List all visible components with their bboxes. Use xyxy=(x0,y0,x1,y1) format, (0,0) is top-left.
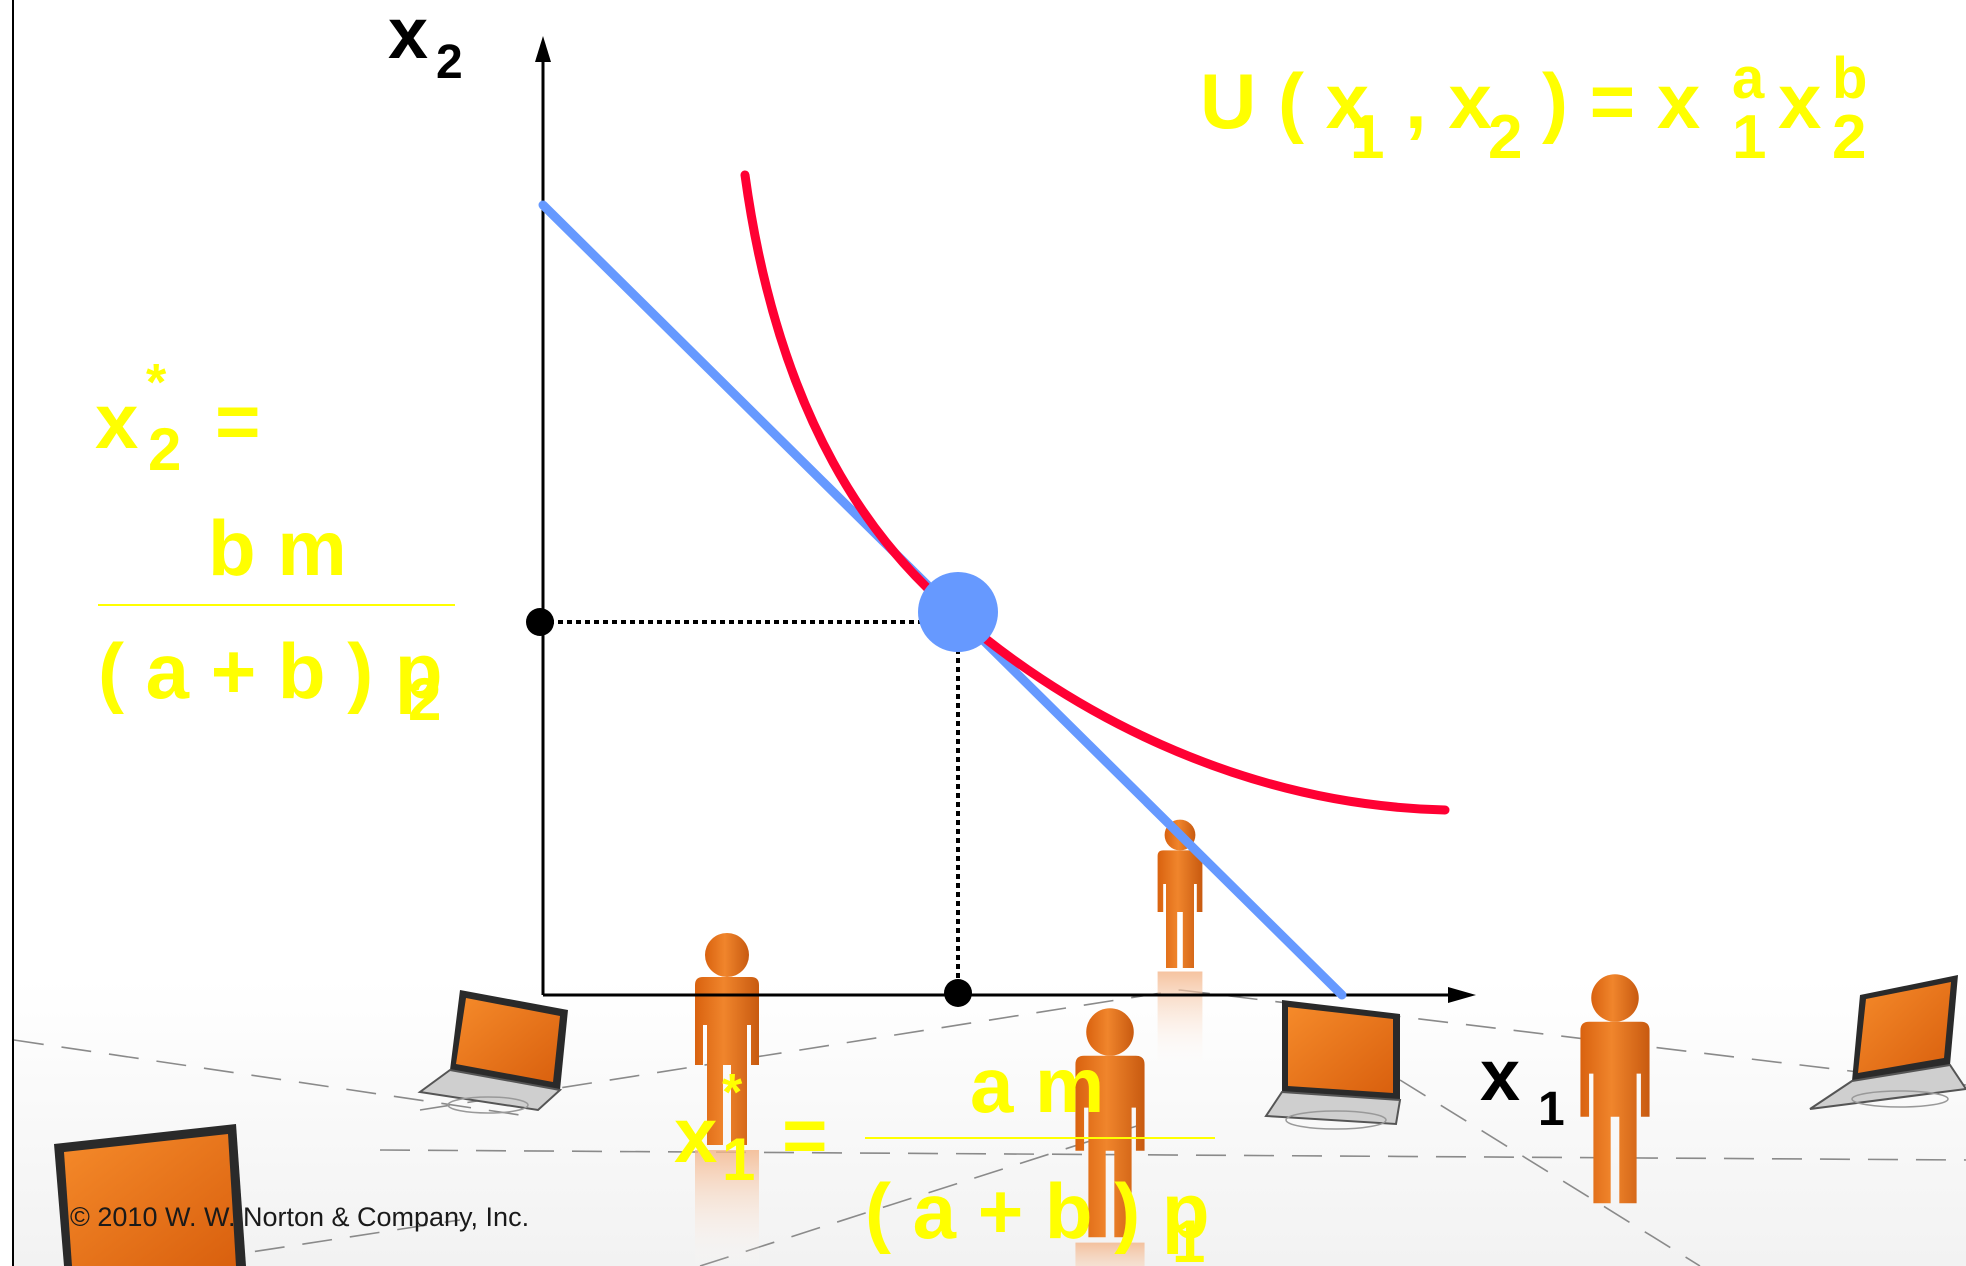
x1-axis-marker xyxy=(944,979,972,1007)
x2-denominator-subscript: 2 xyxy=(408,666,441,733)
utility-mid: , x xyxy=(1405,57,1492,145)
copyright-notice: © 2010 W. W. Norton & Company, Inc. xyxy=(70,1202,529,1233)
utility-exp-a: a xyxy=(1732,46,1765,111)
x1-star-var: x xyxy=(674,1091,717,1179)
x1-star-subscript: 1 xyxy=(722,1126,755,1193)
utility-sub2-x: 2 xyxy=(1832,103,1866,172)
y-axis-label-subscript: 2 xyxy=(436,36,463,89)
x2-axis-marker xyxy=(526,608,554,636)
optimum-point xyxy=(918,572,998,652)
utility-sub1-x: 1 xyxy=(1732,103,1766,172)
utility-exp-b: b xyxy=(1832,46,1867,111)
x2-star-asterisk: * xyxy=(146,354,167,412)
person-figure-icon xyxy=(1158,820,1203,1070)
x1-numerator: a m xyxy=(970,1041,1104,1129)
x2-star-equals: = xyxy=(215,377,261,465)
laptop-icon xyxy=(54,1124,246,1266)
x1-star-equals: = xyxy=(782,1091,828,1179)
indifference-curve xyxy=(745,175,1445,810)
utility-sub-1: 1 xyxy=(1350,103,1384,172)
laptop-icon xyxy=(1266,1000,1400,1129)
x-axis-label: x xyxy=(1480,1036,1520,1116)
utility-rhs: ) = x xyxy=(1542,57,1700,145)
x1-denominator: ( a + b ) p xyxy=(865,1167,1210,1255)
x2-star-subscript: 2 xyxy=(148,416,181,483)
x-axis-label-subscript: 1 xyxy=(1538,1083,1565,1136)
x2-star-var: x xyxy=(95,377,138,465)
y-axis-label: x xyxy=(388,0,428,74)
utility-sub-2: 2 xyxy=(1488,103,1522,172)
x1-denominator-subscript: 1 xyxy=(1172,1208,1205,1266)
x1-star-asterisk: * xyxy=(722,1064,743,1122)
utility-formula: U ( x 1 , x 2 ) = x a 1 x b 2 xyxy=(1200,46,1867,172)
x2-demand-formula: x * 2 = b m ( a + b ) p 2 xyxy=(95,354,455,733)
x2-denominator: ( a + b ) p xyxy=(98,627,443,715)
utility-lhs: U ( x xyxy=(1200,57,1369,145)
y-axis-arrow xyxy=(535,36,551,62)
x2-numerator: b m xyxy=(208,504,347,592)
utility-x2: x xyxy=(1778,57,1821,145)
